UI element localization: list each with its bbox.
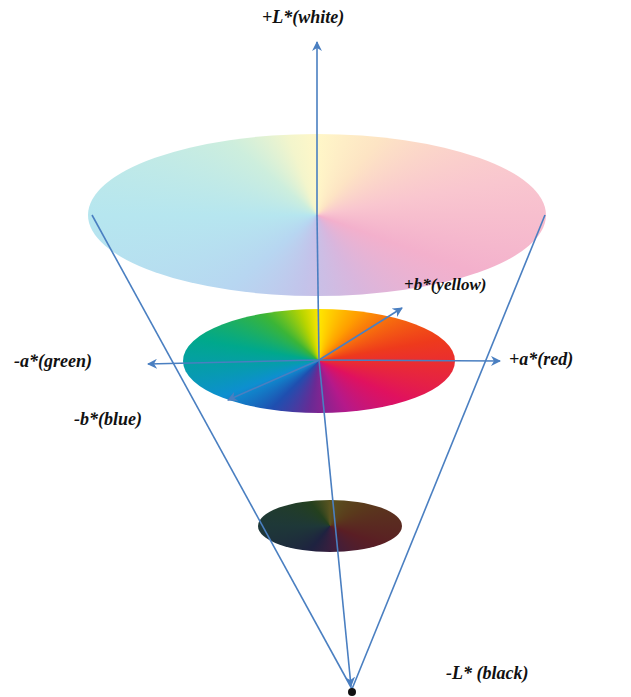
axis-label: +a*(red) [509,350,573,370]
dark-color-wheel [258,500,402,552]
l-axis [317,215,319,360]
cone-edge [92,215,352,689]
axis-label: -a*(green) [14,352,92,372]
l-axis [316,42,318,215]
axis-label: -b*(blue) [74,410,142,430]
a-axis [148,360,319,364]
apex-dot [348,688,356,696]
axis-label: -L* (black) [446,664,528,684]
b-axis [319,308,402,360]
a-axis [319,360,500,361]
cone-edge [352,215,545,689]
axis-label: +b*(yellow) [404,276,486,295]
axis-label: +L*(white) [262,8,344,28]
b-axis [228,360,319,400]
l-axis [319,360,351,686]
